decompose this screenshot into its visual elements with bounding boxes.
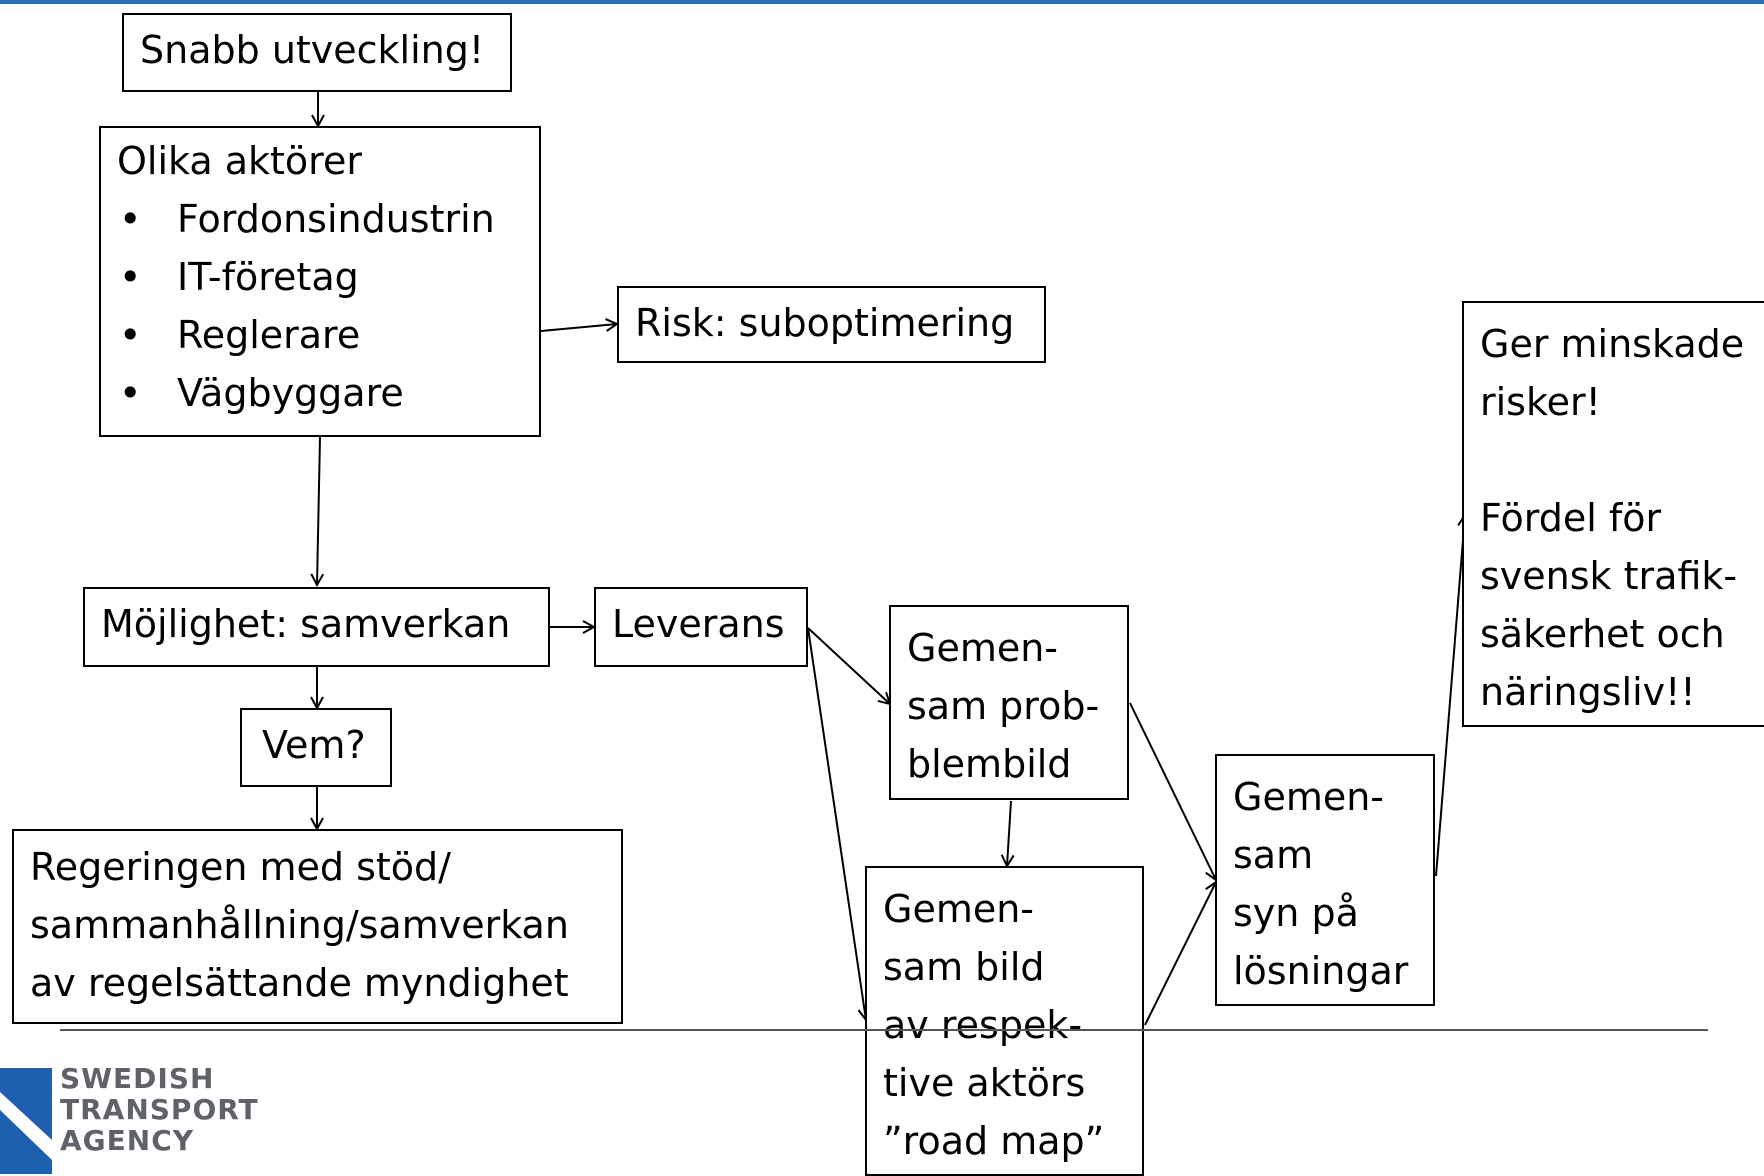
- node-olika-aktorer: Olika aktörer • Fordonsindustrin • IT-före…: [99, 126, 541, 437]
- node-text: [1480, 431, 1748, 489]
- node-text: Fördel för: [1480, 496, 1662, 540]
- bullet-icon: •: [119, 255, 142, 299]
- node-text: näringsliv!!: [1480, 670, 1696, 714]
- node-text: sammanhållning/samverkan: [30, 903, 569, 947]
- node-vem: Vem?: [240, 708, 392, 787]
- list-item-label: Fordonsindustrin: [177, 197, 495, 241]
- node-text: säkerhet och: [1480, 612, 1725, 656]
- logo-lower-shape: [0, 1110, 52, 1174]
- list-item-label: Reglerare: [177, 313, 361, 357]
- node-leverans: Leverans: [594, 587, 808, 667]
- arrow-aktorer-to-risk: [540, 324, 617, 332]
- top-accent-bar: [0, 0, 1764, 4]
- node-mojlighet-samverkan: Möjlighet: samverkan: [83, 587, 550, 667]
- arrow-aktorer-to-mojlighet: [317, 436, 320, 585]
- node-text: sam bild: [883, 945, 1045, 989]
- node-text: Möjlighet: samverkan: [101, 602, 511, 646]
- node-text: sam: [1233, 833, 1314, 877]
- actor-list: • Fordonsindustrin • IT-företag • Reglerare…: [117, 190, 523, 422]
- node-text: ”road map”: [883, 1119, 1105, 1163]
- node-snabb-utveckling: Snabb utveckling!: [122, 13, 512, 92]
- node-text: Gemen-: [883, 887, 1035, 931]
- node-text: av regelsättande myndighet: [30, 961, 569, 1005]
- node-text: sam prob-: [907, 684, 1100, 728]
- node-text: risker!: [1480, 380, 1601, 424]
- logo-word: SWEDISH: [60, 1062, 215, 1095]
- bullet-icon: •: [119, 197, 142, 241]
- arrow-problembild-to-losningar: [1129, 702, 1216, 880]
- node-text: Ger minskade: [1480, 322, 1745, 366]
- list-item-label: IT-företag: [177, 255, 359, 299]
- node-text: Vem?: [262, 723, 366, 767]
- list-item: • Reglerare: [117, 306, 523, 364]
- node-risk-suboptimering: Risk: suboptimering: [617, 286, 1046, 363]
- node-text: tive aktörs: [883, 1061, 1086, 1105]
- bullet-icon: •: [119, 313, 142, 357]
- node-gemensam-road-map: Gemen- sam bild av respek- tive aktörs ”…: [865, 866, 1144, 1176]
- node-text: av respek-: [883, 1003, 1083, 1047]
- node-text: Regeringen med stöd/: [30, 845, 451, 889]
- node-text: Leverans: [612, 602, 785, 646]
- node-text: lösningar: [1233, 949, 1409, 993]
- list-item: • Vägbyggare: [117, 364, 523, 422]
- arrow-leverans-to-problembild: [807, 627, 890, 704]
- node-text: Gemen-: [907, 626, 1059, 670]
- node-minskade-risker: Ger minskade risker! Fördel för svensk t…: [1462, 301, 1764, 727]
- node-text: Snabb utveckling!: [140, 28, 485, 72]
- list-item: • Fordonsindustrin: [117, 190, 523, 248]
- node-gemensam-losningar: Gemen- sam syn på lösningar: [1215, 754, 1435, 1006]
- node-title: Olika aktörer: [117, 139, 362, 183]
- node-regeringen: Regeringen med stöd/ sammanhållning/samv…: [12, 829, 623, 1024]
- arrow-losningar-to-risker: [1435, 515, 1465, 877]
- arrow-roadmap-to-losningar: [1144, 882, 1216, 1026]
- node-text: Risk: suboptimering: [635, 301, 1015, 345]
- logo-word: TRANSPORT: [60, 1093, 259, 1126]
- node-text: syn på: [1233, 891, 1359, 935]
- bullet-icon: •: [119, 371, 142, 415]
- logo-upper-shape: [0, 1068, 52, 1140]
- node-text: blembild: [907, 742, 1072, 786]
- agency-logo-text: SWEDISH TRANSPORT AGENCY: [60, 1063, 259, 1156]
- arrow-leverans-to-roadmap: [807, 627, 866, 1020]
- list-item: • IT-företag: [117, 248, 523, 306]
- list-item-label: Vägbyggare: [177, 371, 404, 415]
- logo-word: AGENCY: [60, 1124, 195, 1157]
- footer-divider: [60, 1029, 1708, 1031]
- agency-logo-mark: [0, 1068, 52, 1174]
- node-gemensam-problembild: Gemen- sam prob- blembild: [889, 605, 1129, 800]
- node-text: svensk trafik-: [1480, 554, 1738, 598]
- arrow-problembild-to-roadmap: [1007, 800, 1011, 866]
- node-text: Gemen-: [1233, 775, 1385, 819]
